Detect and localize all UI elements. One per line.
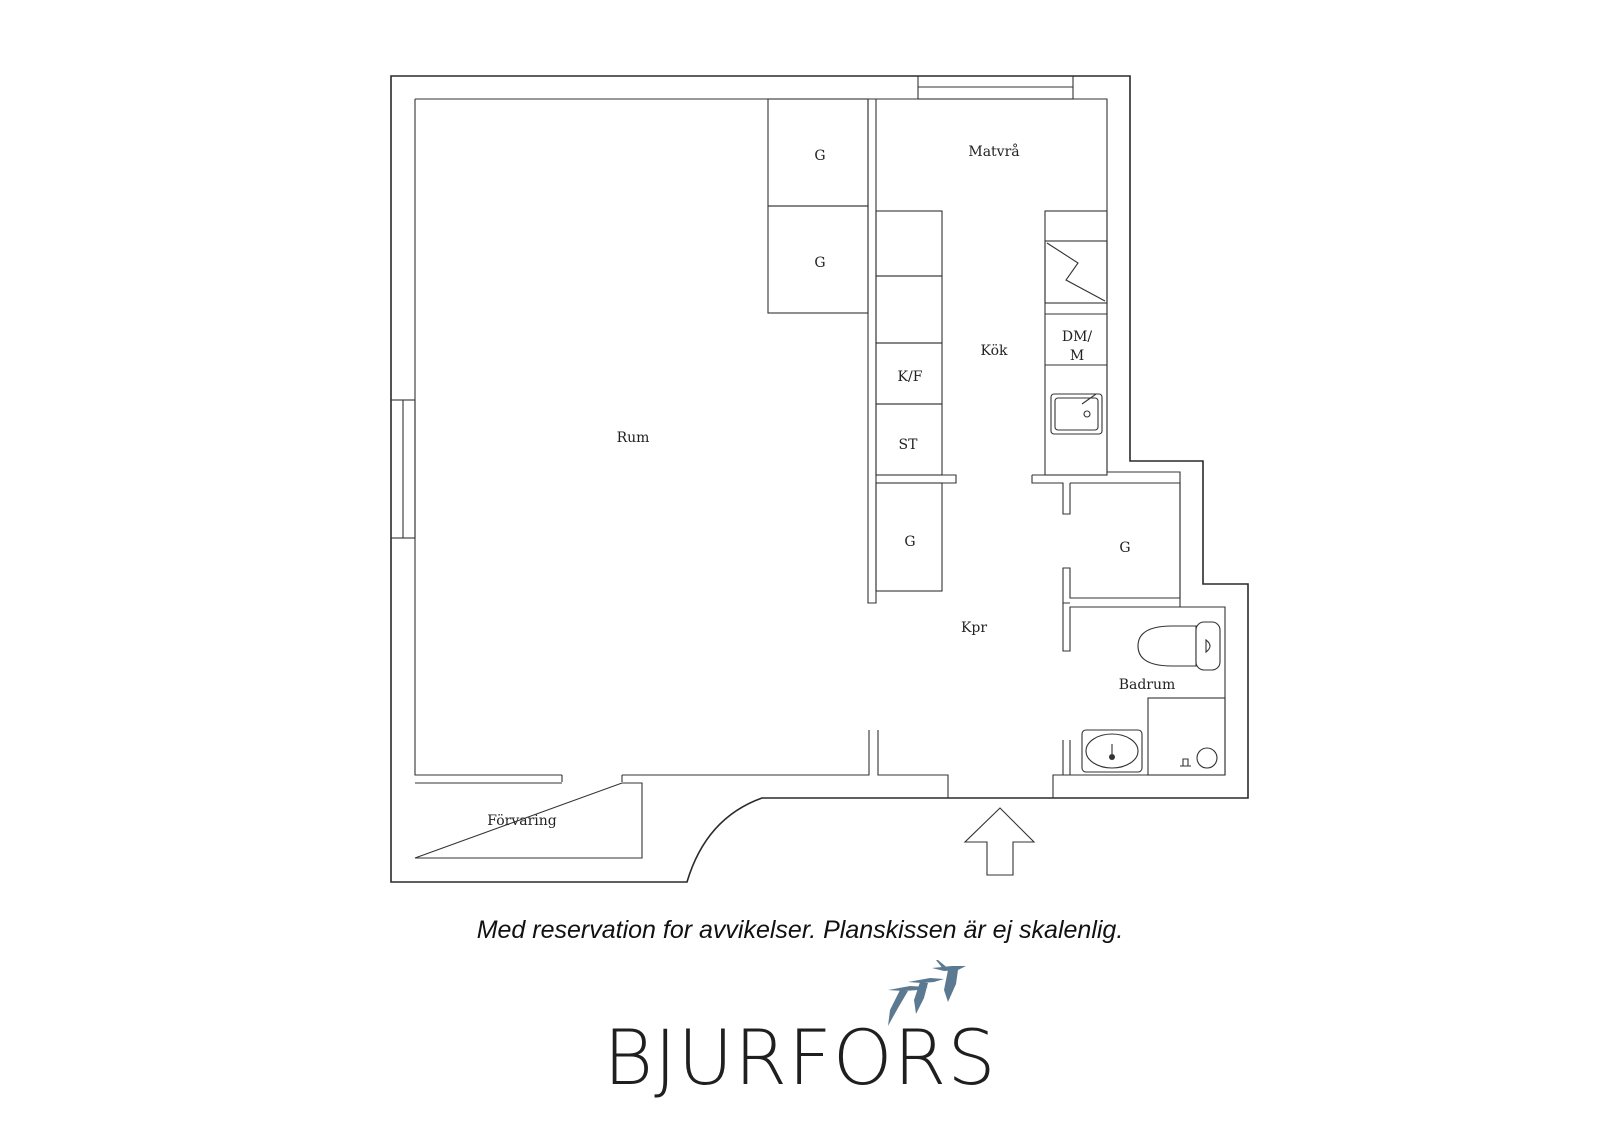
fixture-label-g3: G <box>904 534 915 550</box>
counter-mid-left <box>875 275 943 344</box>
bath-wall-lower <box>1062 740 1071 775</box>
fixture-label-g2: G <box>814 255 825 271</box>
inner-wall-left <box>414 99 562 776</box>
bath-wall <box>1062 603 1225 652</box>
sink-basin <box>1054 397 1099 431</box>
washbasin-drain <box>1109 754 1115 760</box>
sink <box>1050 393 1103 435</box>
inner-wall-bottom-mid <box>622 730 870 776</box>
sink-tap <box>1081 393 1098 405</box>
fixture-label-dm-2: M <box>1070 348 1084 364</box>
stove-symbol <box>1046 242 1106 302</box>
geese-logo-icon <box>888 960 966 1026</box>
wardrobe-3 <box>875 482 943 592</box>
shower-drain <box>1196 747 1218 769</box>
storage-wall <box>414 782 643 859</box>
brand-logo: BJURFORS <box>603 1013 997 1102</box>
inner-wall-bottom-left-post <box>561 775 623 782</box>
fixture-label-g4: G <box>1119 540 1130 556</box>
toilet-tank <box>1195 621 1221 671</box>
fixture-label-kf: K/F <box>898 369 923 385</box>
wall-stub-right <box>1031 474 1107 515</box>
sink-drain <box>1083 410 1091 418</box>
fixture-label-st: ST <box>899 437 919 453</box>
shower <box>1147 697 1226 776</box>
room-label-kpr: Kpr <box>961 620 987 636</box>
fixture-label-g1: G <box>814 148 825 164</box>
room-label-kok: Kök <box>981 343 1009 359</box>
stove <box>1044 240 1108 304</box>
room-label-rum: Rum <box>617 430 650 446</box>
toilet-flush <box>1205 638 1211 654</box>
shower-tap <box>1180 758 1191 767</box>
wall-stub-left <box>876 474 957 484</box>
outer-wall <box>390 75 1249 883</box>
counter-top-left <box>875 210 943 277</box>
room-label-badrum: Badrum <box>1119 677 1176 693</box>
entrance-arrow-icon <box>963 807 1036 876</box>
fixture-label-dm-1: DM/ <box>1062 329 1093 345</box>
wall-rum-kok <box>867 99 877 604</box>
washbasin-bowl <box>1085 733 1139 769</box>
inner-wall-bottom-right <box>877 730 949 798</box>
room-label-forvaring: Förvaring <box>487 813 557 829</box>
toilet <box>1137 625 1197 667</box>
wardrobe-4 <box>1062 482 1181 604</box>
room-label-matvra: Matvrå <box>968 143 1019 160</box>
disclaimer-text: Med reservation for avvikelser. Planskis… <box>476 916 1124 944</box>
floor-plan: Rum Matvrå Kök Kpr Badrum Förvaring G G … <box>390 75 1249 883</box>
inner-wall <box>415 98 1226 798</box>
